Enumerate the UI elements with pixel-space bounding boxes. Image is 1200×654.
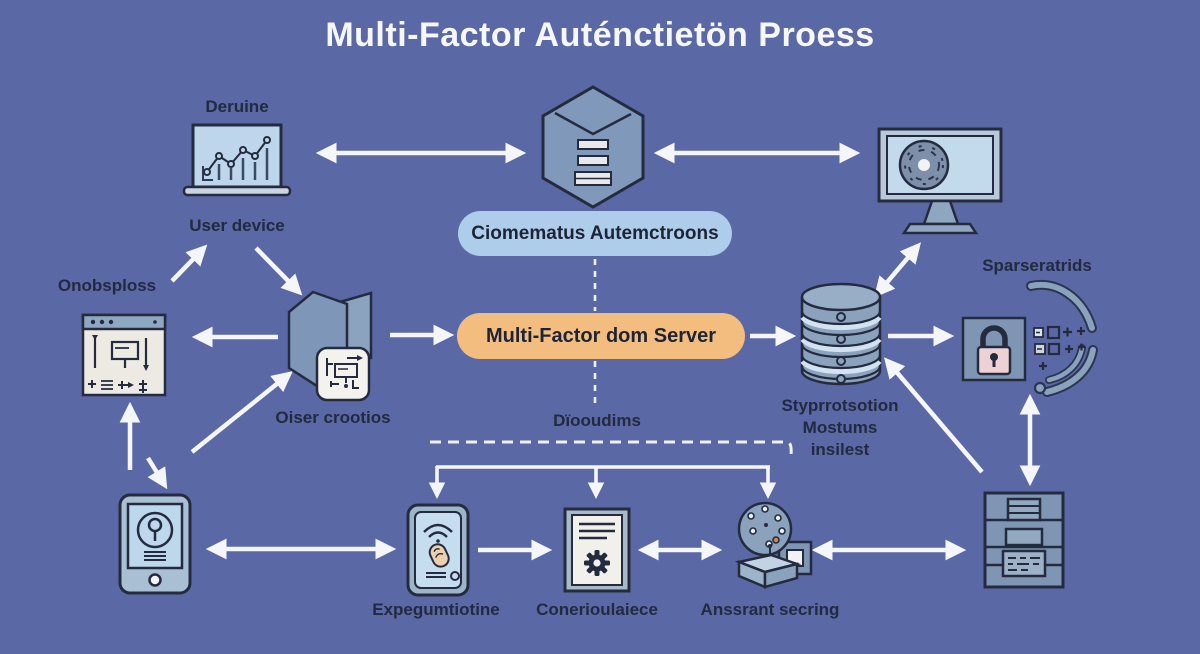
padlock-sync-icon [955,276,1105,402]
label-deruine: Deruine [205,97,269,116]
database-stack-icon [797,281,885,391]
label-anssrant: Anssrant secring [700,600,840,619]
label-database-line3: insilest [810,440,870,459]
arrow-onobsploss-device [170,244,208,283]
label-conerioulaiece: Conerioulaiece [536,600,658,619]
arrow-onobsploss-phone [146,456,168,490]
phone-fingerprint-icon [405,502,471,598]
label-oiser-crootios: Oiser crootios [275,408,391,427]
fanout-bracket [428,465,777,499]
arrow-phone-oiser [190,371,293,454]
token-chip-icon [725,498,825,594]
mfa-server-pill: Multi-Factor dom Server [457,313,745,359]
label-expegumtiotine: Expegumtiotine [372,600,500,619]
label-sparseratrids: Sparseratrids [982,256,1092,275]
smartphone-keyhole-icon [116,492,194,596]
window-flowchart-icon [80,312,168,398]
hexagon-package-icon [539,84,647,210]
prism-workflow-badge-icon [283,288,379,404]
biometric-pill: Ciomematus Autemctroons [458,211,732,256]
laptop-analytics-icon [178,120,296,210]
label-onobsploss: Onobsploss [57,276,157,295]
arrow-rack-database [883,357,984,474]
server-rack-icon [982,490,1066,590]
label-dooudims: Dïooudims [553,411,641,430]
label-database-line1: Styprrotsotion [781,396,899,415]
label-user-device: User device [189,216,285,235]
document-gear-icon [562,506,632,594]
dashed-horizontal-line [430,440,793,456]
label-database-line2: Mostums [802,418,878,437]
diagram-title: Multi-Factor Auténctietön Proess [325,16,875,54]
arrow-device-oiser [254,246,303,296]
label-database: Styprrotsotion Mostums insilest [781,395,898,461]
arrow-database-monitor [873,242,922,298]
monitor-disc-scan-icon [874,124,1006,238]
